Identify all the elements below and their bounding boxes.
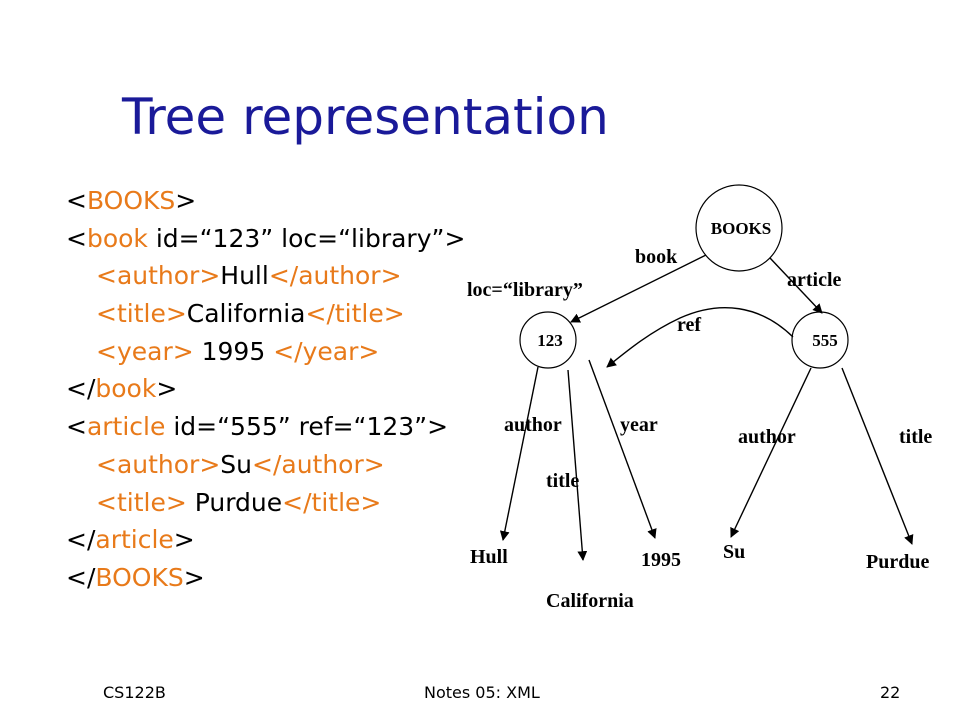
edge-label-author: author: [738, 426, 796, 448]
xml-line: </article>: [66, 525, 195, 555]
xml-line: <BOOKS>: [66, 186, 197, 215]
node-label-books: BOOKS: [711, 219, 771, 238]
node-label-555: 555: [812, 331, 838, 350]
xml-line: <author>Su</author>: [96, 449, 385, 479]
edge-label-ref: ref: [677, 314, 701, 336]
edge-article: [769, 257, 823, 314]
footer-notes: Notes 05: XML: [424, 683, 540, 702]
edge-label-author: author: [504, 414, 562, 436]
edge-label-book: book: [635, 246, 678, 268]
leaf-1995: 1995: [641, 549, 681, 571]
edge-author-su: [730, 367, 812, 538]
leaf-hull: Hull: [470, 546, 508, 568]
xml-listing: <BOOKS> <book id=“123” loc=“library”> <a…: [66, 182, 465, 597]
edge-label-article: article: [787, 269, 842, 291]
xml-line: <book id=“123” loc=“library”>: [66, 223, 466, 253]
edge-label-year: year: [620, 414, 658, 436]
leaf-california: California: [546, 590, 634, 612]
xml-line: <article id=“555” ref=“123”>: [66, 412, 449, 442]
edge-title-purdue: [841, 367, 914, 545]
xml-line: <author>Hull</author>: [96, 261, 402, 291]
edge-ref: [606, 307, 794, 368]
edge-label-loc: loc=“library”: [467, 279, 583, 301]
footer-page-number: 22: [880, 683, 901, 702]
xml-line: <title>California</title>: [96, 299, 405, 329]
leaf-purdue: Purdue: [866, 551, 929, 573]
xml-line: </book>: [66, 374, 178, 404]
xml-line: <title> Purdue</title>: [96, 487, 382, 517]
edge-label-title: title: [899, 426, 932, 448]
edge-author-hull: [499, 366, 539, 541]
edge-title-california: [567, 369, 588, 561]
xml-line: </BOOKS>: [66, 562, 205, 592]
edge-year-1995: [588, 359, 657, 539]
footer-course: CS122B: [103, 683, 166, 702]
slide-title: Tree representation: [122, 88, 609, 146]
edge-label-title: title: [546, 470, 579, 492]
node-label-123: 123: [537, 331, 563, 350]
leaf-su: Su: [723, 541, 745, 563]
xml-line: <year> 1995 </year>: [96, 336, 380, 366]
edge-book: [570, 254, 707, 323]
node-books: [695, 184, 783, 272]
node-123: [519, 311, 577, 369]
